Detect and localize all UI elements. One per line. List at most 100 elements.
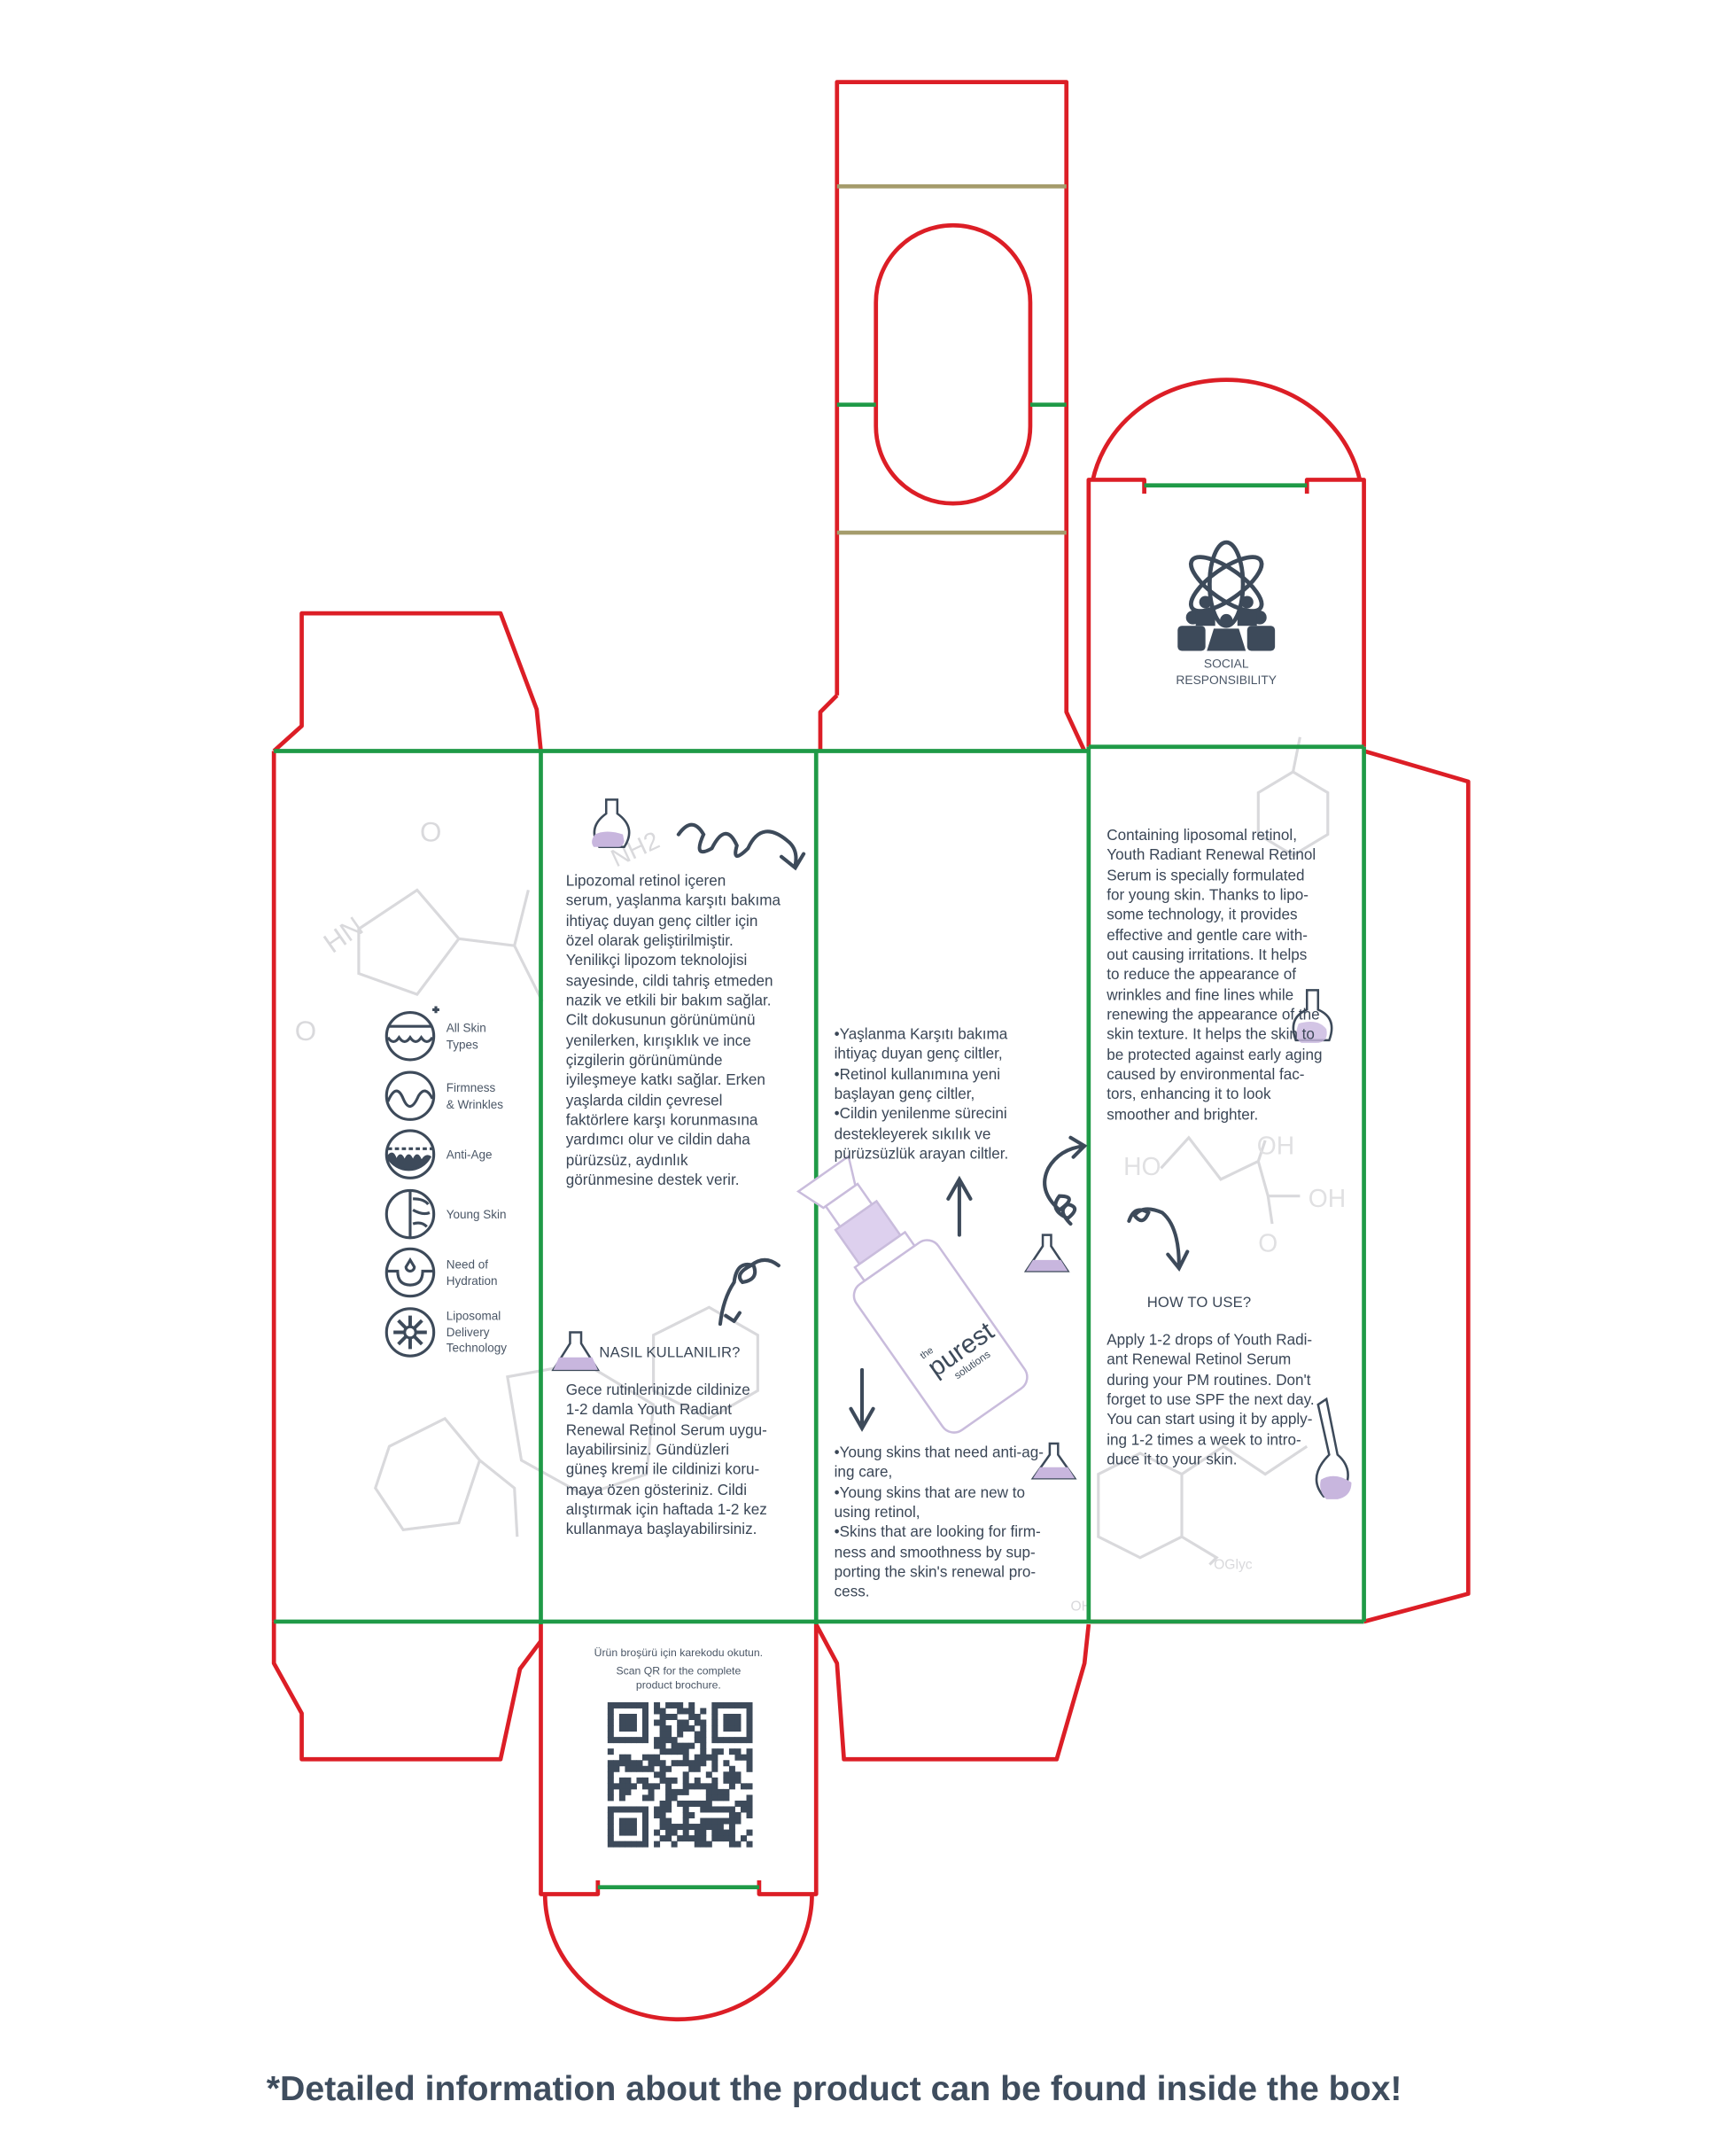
qr-module — [618, 1777, 625, 1784]
qr-module — [711, 1817, 718, 1825]
qr-module — [636, 1737, 643, 1744]
qr-module — [607, 1794, 614, 1802]
qr-module — [740, 1835, 747, 1842]
qr-module — [746, 1806, 753, 1813]
qr-module — [746, 1783, 753, 1790]
qr-module — [717, 1824, 724, 1831]
qr-module — [642, 1777, 648, 1784]
qr-module — [728, 1835, 735, 1842]
qr-module — [734, 1771, 742, 1779]
qr-module — [728, 1737, 735, 1744]
qr-module — [636, 1806, 643, 1813]
qr-module — [723, 1760, 730, 1767]
qr-module — [665, 1714, 672, 1721]
qr-module — [618, 1754, 625, 1761]
qr-module — [734, 1754, 742, 1761]
qr-module — [630, 1783, 637, 1790]
qr-module — [607, 1824, 614, 1831]
qr-module — [746, 1719, 753, 1726]
svg-text:OH: OH — [1309, 1184, 1346, 1212]
qr-module — [671, 1788, 678, 1795]
flask-icon — [1292, 989, 1333, 1044]
qr-module — [700, 1754, 707, 1761]
qr-module — [642, 1835, 648, 1842]
qr-module — [700, 1725, 707, 1732]
qr-instruction-tr: Ürün broşürü için karekodu okutun. — [594, 1646, 764, 1660]
qr-module — [694, 1737, 701, 1744]
qr-module — [705, 1817, 712, 1825]
social-responsibility-icon — [1177, 540, 1276, 651]
target-skin-bullets-tr: •Yaşlanma Karşıtı bakıma ihtiyaç duyan g… — [834, 1026, 1009, 1164]
qr-module — [654, 1760, 661, 1767]
qr-module — [665, 1701, 672, 1708]
qr-module — [677, 1824, 684, 1831]
qr-module — [665, 1765, 672, 1772]
qr-module — [654, 1841, 661, 1848]
qr-module — [688, 1708, 695, 1715]
qr-module — [688, 1824, 695, 1831]
qr-module — [630, 1824, 637, 1831]
qr-module — [671, 1737, 678, 1744]
qr-module — [688, 1783, 695, 1790]
qr-module — [688, 1835, 695, 1842]
qr-module — [717, 1748, 724, 1755]
qr-module — [618, 1701, 625, 1708]
qr-module — [671, 1794, 678, 1802]
svg-text:O: O — [295, 1016, 316, 1047]
qr-module — [625, 1714, 632, 1721]
qr-module — [740, 1783, 747, 1790]
qr-module — [618, 1719, 625, 1726]
qr-module — [671, 1748, 678, 1755]
qr-module — [723, 1771, 730, 1779]
qr-module — [700, 1783, 707, 1790]
qr-module — [677, 1719, 684, 1726]
qr-module — [636, 1841, 643, 1848]
firmness-wrinkles-icon — [384, 1070, 436, 1121]
qr-module — [607, 1714, 614, 1721]
qr-instruction-en: Scan QR for the complete product brochur… — [616, 1664, 742, 1691]
qr-module — [700, 1835, 707, 1842]
qr-module — [659, 1719, 666, 1726]
qr-code[interactable] — [607, 1701, 753, 1848]
qr-module — [648, 1754, 655, 1761]
qr-module — [734, 1777, 742, 1784]
qr-module — [705, 1788, 712, 1795]
qr-module — [607, 1765, 614, 1772]
qr-module — [659, 1725, 666, 1732]
how-to-use-body-en: Apply 1-2 drops of Youth Radi- ant Renew… — [1107, 1332, 1315, 1469]
how-to-use-body-tr: Gece rutinlerinizde cildinize 1-2 damla … — [565, 1382, 767, 1539]
qr-module — [607, 1737, 614, 1744]
qr-module — [717, 1835, 724, 1842]
qr-module — [671, 1841, 678, 1848]
qr-module — [659, 1714, 666, 1721]
svg-text:OH: OH — [1257, 1132, 1294, 1160]
feature-label-firmness: Firmness & Wrinkles — [446, 1080, 504, 1111]
qr-module — [694, 1777, 701, 1784]
qr-module — [723, 1835, 730, 1842]
qr-module — [746, 1829, 753, 1836]
qr-module — [740, 1806, 747, 1813]
qr-module — [659, 1811, 666, 1818]
qr-module — [607, 1783, 614, 1790]
qr-module — [694, 1841, 701, 1848]
qr-module — [671, 1714, 678, 1721]
qr-module — [711, 1783, 718, 1790]
qr-module — [700, 1829, 707, 1836]
qr-module — [636, 1701, 643, 1708]
qr-module — [607, 1788, 614, 1795]
qr-module — [665, 1788, 672, 1795]
qr-module — [705, 1841, 712, 1848]
qr-module — [682, 1754, 689, 1761]
qr-module — [728, 1701, 735, 1708]
qr-module — [677, 1731, 684, 1738]
qr-module — [642, 1708, 648, 1715]
qr-module — [728, 1777, 735, 1784]
qr-module — [682, 1725, 689, 1732]
qr-module — [700, 1719, 707, 1726]
qr-module — [700, 1748, 707, 1755]
qr-module — [648, 1794, 655, 1802]
qr-module — [648, 1765, 655, 1772]
qr-module — [717, 1701, 724, 1708]
qr-module — [688, 1811, 695, 1818]
qr-module — [671, 1701, 678, 1708]
